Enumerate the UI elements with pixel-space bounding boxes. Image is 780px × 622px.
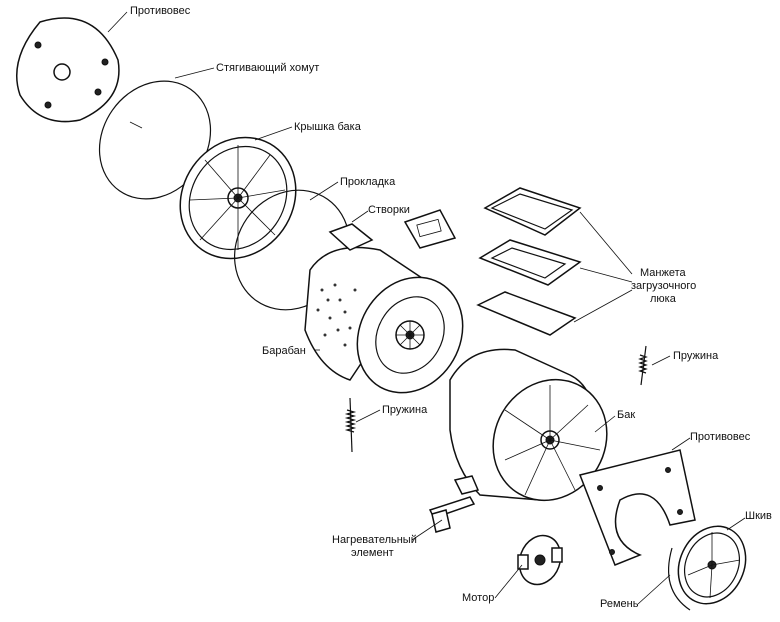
label-heater-line2: элемент bbox=[351, 547, 394, 559]
flaps-part bbox=[328, 209, 457, 251]
label-belt: Ремень bbox=[600, 598, 639, 610]
heating-element-part bbox=[428, 496, 476, 533]
label-counterweight-bottom: Противовес bbox=[690, 431, 751, 443]
leader-lines bbox=[107, 11, 746, 605]
label-counterweight-top: Противовес bbox=[130, 5, 191, 17]
label-flaps: Створки bbox=[368, 204, 410, 216]
spring-right-part bbox=[638, 345, 648, 386]
counterweight-top-part bbox=[16, 17, 120, 123]
label-tank-cover: Крышка бака bbox=[294, 121, 362, 133]
label-heater-line1: Нагревательный bbox=[332, 534, 417, 546]
spring-left-part bbox=[344, 397, 357, 453]
label-drum: Барабан bbox=[262, 345, 306, 357]
label-hatch-cuff-line3: люка bbox=[650, 293, 677, 305]
label-motor: Мотор bbox=[462, 592, 494, 604]
label-tank: Бак bbox=[617, 409, 635, 421]
tank-cover-part bbox=[179, 136, 297, 260]
belt-part bbox=[668, 547, 691, 611]
drum-part bbox=[304, 246, 464, 394]
label-clamp: Стягивающий хомут bbox=[216, 62, 319, 74]
pulley-part bbox=[677, 525, 747, 605]
hatch-cuff-part bbox=[476, 187, 582, 336]
label-hatch-cuff-line1: Манжета bbox=[640, 267, 687, 279]
label-spring-left: Пружина bbox=[382, 404, 428, 416]
label-hatch-cuff-line2: загрузочного bbox=[631, 280, 696, 292]
motor-part bbox=[517, 534, 563, 586]
label-pulley: Шкив bbox=[745, 510, 772, 522]
tank-part bbox=[449, 348, 608, 502]
label-spring-right: Пружина bbox=[673, 350, 719, 362]
counterweight-bottom-part bbox=[578, 449, 696, 566]
label-gasket: Прокладка bbox=[340, 176, 396, 188]
